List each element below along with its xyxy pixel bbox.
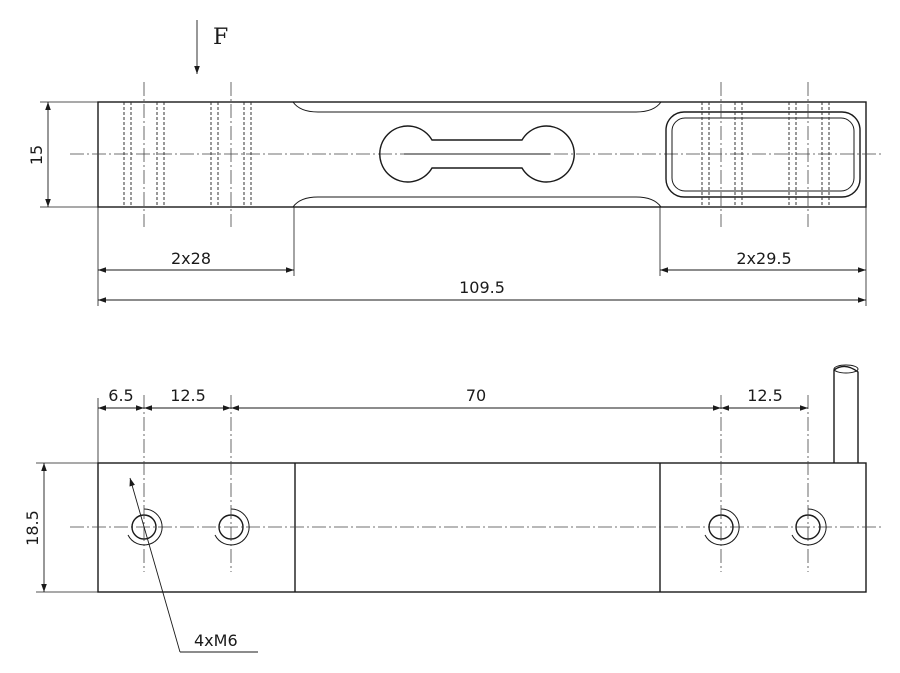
top-height-dimension: 15	[27, 101, 98, 208]
left-hole-pitch-dimension: 12.5	[144, 386, 231, 411]
left-mount-label: 2x28	[171, 249, 211, 268]
side-height-dimension: 18.5	[23, 462, 98, 593]
thread-callout: 4xM6	[129, 477, 258, 653]
cable	[833, 364, 859, 463]
top-height-label: 15	[27, 145, 46, 165]
side-height-label: 18.5	[23, 510, 42, 546]
edge-to-hole-dimension: 6.5	[98, 386, 144, 411]
center-span-label: 70	[466, 386, 486, 405]
right-hole-pitch-label: 12.5	[747, 386, 783, 405]
right-mount-label: 2x29.5	[736, 249, 791, 268]
edge-to-hole-label: 6.5	[108, 386, 133, 405]
top-view-outline	[97, 101, 867, 208]
top-view: 15 2x28 2x29.5 109.5	[27, 82, 882, 306]
force-indicator: F	[194, 20, 228, 74]
right-mount-dimension: 2x29.5	[660, 249, 866, 273]
force-label: F	[213, 25, 228, 50]
side-view-outline	[97, 462, 867, 593]
top-cutout-upper	[292, 101, 662, 113]
overall-length-label: 109.5	[459, 278, 505, 297]
side-view: 6.5 12.5 70 12.5 18.5 4xM6	[23, 364, 882, 653]
left-hole-pitch-label: 12.5	[170, 386, 206, 405]
top-hidden-holes-left	[123, 82, 252, 227]
top-cutout-lower	[292, 196, 662, 208]
center-span-dimension: 70	[231, 386, 721, 411]
binocular-hole	[379, 125, 575, 183]
thread-callout-label: 4xM6	[194, 631, 238, 650]
right-hole-pitch-dimension: 12.5	[721, 386, 808, 411]
top-hidden-holes-right	[701, 82, 830, 227]
overall-length-dimension: 109.5	[98, 278, 866, 303]
pocket-outer	[665, 111, 861, 198]
pocket-inner	[671, 117, 855, 192]
left-mount-dimension: 2x28	[98, 249, 294, 273]
